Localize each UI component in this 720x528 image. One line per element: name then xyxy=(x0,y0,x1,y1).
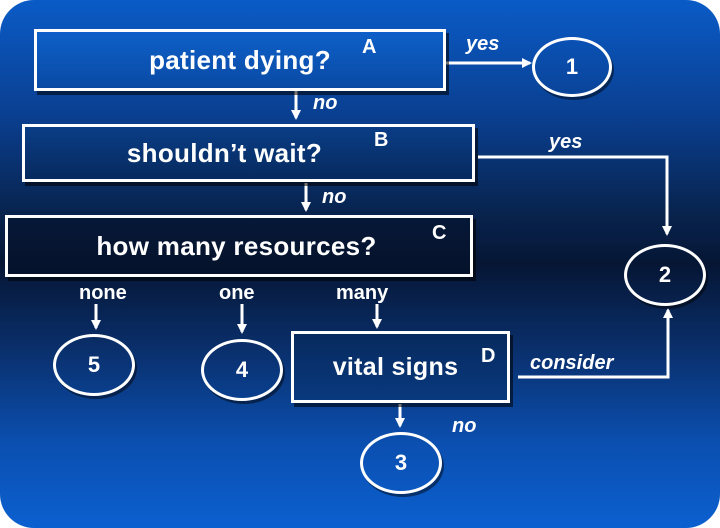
edge-label-a-no: no xyxy=(313,92,338,114)
edge-label-one: one xyxy=(219,282,255,304)
box-tag-b: B xyxy=(374,129,389,151)
circle-label: 2 xyxy=(658,262,672,287)
circle-label: 3 xyxy=(394,450,408,475)
decision-text: patient dying? xyxy=(149,44,331,75)
box-tag-a: A xyxy=(362,36,377,58)
outcome-circle-2: 2 xyxy=(624,244,706,306)
decision-box-patient-dying: patient dying? xyxy=(34,29,446,91)
edge-label-b-no: no xyxy=(322,186,347,208)
circle-label: 1 xyxy=(565,54,579,79)
box-tag-c: C xyxy=(432,222,447,244)
edge-label-b-yes: yes xyxy=(549,131,583,153)
edge-label-many: many xyxy=(336,282,389,304)
arrow-d-consider-to-2 xyxy=(518,308,673,379)
outcome-circle-1: 1 xyxy=(532,37,612,97)
circle-label: 5 xyxy=(87,352,101,377)
edge-label-d-consider: consider xyxy=(530,352,614,374)
decision-text: vital signs xyxy=(332,352,459,381)
decision-box-resources: how many resources? xyxy=(5,215,473,277)
outcome-circle-5: 5 xyxy=(53,334,135,396)
edge-label-a-yes: yes xyxy=(466,33,500,55)
decision-box-vital-signs: vital signs xyxy=(291,331,510,403)
circle-label: 4 xyxy=(235,357,249,382)
outcome-circle-4: 4 xyxy=(201,339,283,401)
arrow-b-yes-to-2 xyxy=(478,155,672,236)
decision-text: shouldn’t wait? xyxy=(126,137,323,168)
edge-label-none: none xyxy=(79,282,127,304)
box-tag-d: D xyxy=(481,345,496,367)
decision-text: how many resources? xyxy=(96,230,377,261)
outcome-circle-3: 3 xyxy=(360,432,442,494)
decision-box-shouldnt-wait: shouldn’t wait? xyxy=(22,124,475,182)
edge-label-d-no: no xyxy=(452,415,477,437)
